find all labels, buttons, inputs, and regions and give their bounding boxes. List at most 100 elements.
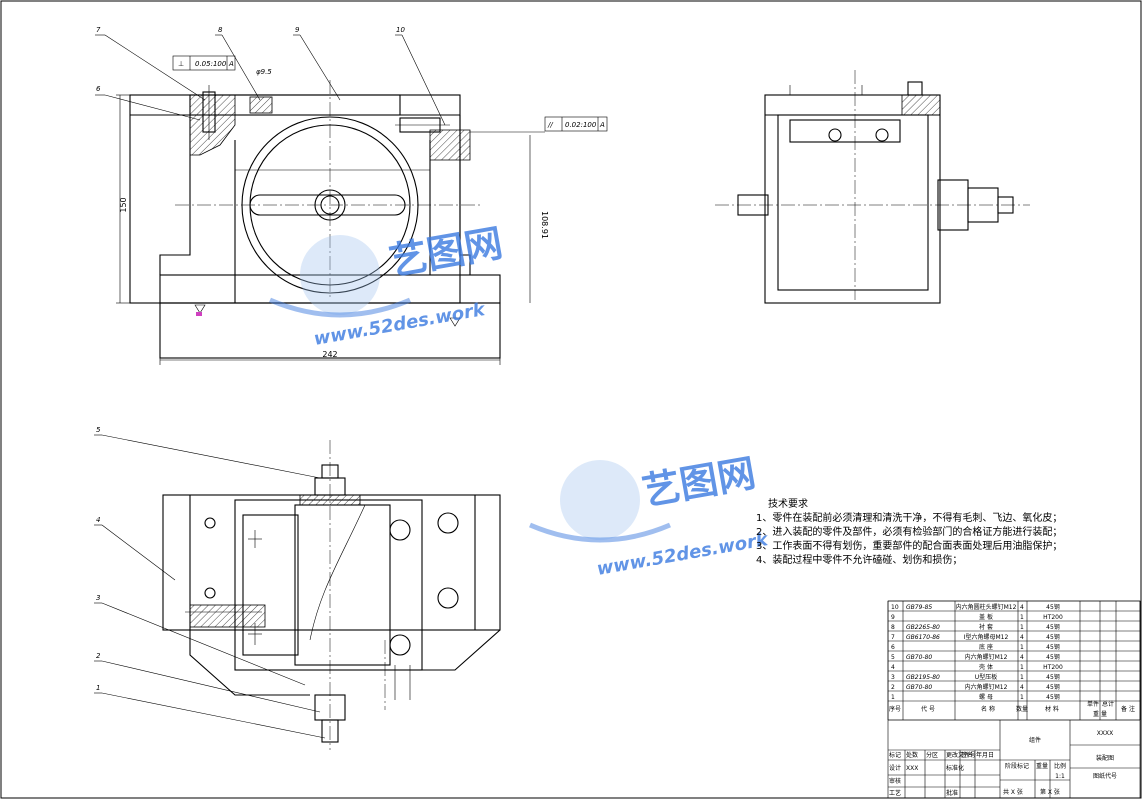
svg-text://: //	[547, 121, 553, 129]
bom-no: 8	[891, 624, 895, 631]
bom-header-name: 名 称	[981, 705, 995, 713]
bom-material: 45钢	[1046, 683, 1060, 691]
bom-name: 内六角螺钉M12	[965, 683, 1008, 691]
tb-design-value: XXX	[906, 765, 918, 772]
bom-qty: 4	[1020, 634, 1024, 641]
tb-count: 处数	[906, 751, 918, 759]
bom-material: 45钢	[1046, 633, 1060, 641]
tb-sheet-no: 第 X 张	[1040, 788, 1060, 796]
tb-date: 年月日	[976, 751, 994, 759]
tb-stage: 阶段标记	[1005, 762, 1029, 770]
watermark-bottom-name: 艺图网	[639, 451, 759, 514]
tb-scale-label: 比例	[1054, 762, 1066, 770]
bom-no: 1	[891, 694, 895, 701]
side-view	[715, 70, 1030, 304]
bom-name: 壳 体	[979, 663, 993, 671]
bom-code: GB6170-86	[906, 634, 940, 641]
bom-qty: 1	[1020, 694, 1024, 701]
bom-qty: 4	[1020, 684, 1024, 691]
tb-zone: 分区	[926, 751, 938, 759]
front-view: 150 108.91 242 ⊥ 0.05:100 A φ9.5 // 0.02…	[95, 26, 608, 365]
bom-no: 5	[891, 654, 895, 661]
tb-drawing-no: 图纸代号	[1093, 772, 1117, 780]
dim-width: 242	[322, 350, 337, 359]
bom-material: 45钢	[1046, 673, 1060, 681]
tolerance-2-datum: A	[599, 121, 605, 129]
bom-qty: 1	[1020, 664, 1024, 671]
bom-name: I型六角螺母M12	[964, 633, 1009, 641]
bom-header-remark: 备 注	[1121, 705, 1135, 713]
callout-2: 2	[96, 652, 101, 660]
note-1: 1、零件在装配前必须清理和清洗干净，不得有毛刺、飞边、氧化皮；	[756, 511, 1062, 524]
bom-material: 45钢	[1046, 653, 1060, 661]
callout-4: 4	[96, 516, 100, 524]
bom-no: 9	[891, 614, 895, 621]
bom-no: 7	[891, 634, 895, 641]
tb-approve: 批准	[946, 789, 958, 797]
tolerance-2-value: 0.02:100	[565, 121, 597, 129]
tolerance-1-value: 0.05:100	[195, 60, 227, 68]
note-2: 2、进入装配的零件及部件，必须有检验部门的合格证方能进行装配；	[756, 525, 1062, 538]
bom-qty: 1	[1020, 624, 1024, 631]
bom-qty: 4	[1020, 604, 1024, 611]
bom-name: 内六角圆柱头螺钉M12	[956, 603, 1017, 611]
callout-5: 5	[96, 426, 101, 434]
bom-material: HT200	[1043, 664, 1063, 671]
tb-mark: 标记	[889, 751, 901, 759]
bom-name: 衬 套	[979, 623, 993, 631]
tb-project: XXXX	[1097, 730, 1113, 737]
dim-center-height: 108.91	[540, 211, 549, 239]
bom-header-unit: 单件	[1087, 700, 1099, 708]
tb-group: 组件	[1029, 736, 1041, 744]
notes-title: 技术要求	[768, 497, 808, 510]
callout-3: 3	[96, 594, 100, 602]
bom-code: GB2265-80	[906, 624, 940, 631]
tb-scale: 1:1	[1055, 773, 1065, 780]
tolerance-1-datum: A	[228, 60, 234, 68]
tb-sheet-total: 共 X 张	[1003, 788, 1023, 796]
watermark-top: 艺图网 www.52des.work	[269, 221, 506, 350]
tb-sign: 签名	[961, 751, 973, 759]
tb-review: 审核	[889, 777, 901, 785]
bom-header-material: 材 料	[1045, 705, 1059, 713]
bom-qty: 1	[1020, 644, 1024, 651]
callout-9: 9	[295, 26, 300, 34]
bom-name: 盖 板	[979, 613, 993, 621]
bom-qty: 1	[1020, 614, 1024, 621]
bom-no: 2	[891, 684, 895, 691]
bom-name: 螺 母	[979, 693, 993, 701]
tb-std: 标准化	[946, 764, 964, 772]
watermark-bottom: 艺图网 www.52des.work	[529, 451, 770, 580]
bom-qty: 1	[1020, 674, 1024, 681]
bom-material: 45钢	[1046, 643, 1060, 651]
tb-drawing-name: 装配图	[1096, 754, 1114, 762]
bom-header-weight: 重 量	[1093, 710, 1107, 718]
tb-doc: 更改文件号	[946, 751, 976, 759]
bom-name: 内六角螺钉M12	[965, 653, 1008, 661]
bom-material: HT200	[1043, 614, 1063, 621]
bom-code: GB79-85	[906, 604, 932, 611]
bom-material: 45钢	[1046, 693, 1060, 701]
dim-height: 150	[119, 197, 128, 212]
svg-text:⊥: ⊥	[178, 60, 184, 68]
callout-6: 6	[96, 85, 101, 93]
top-view: 5 4 3 2 1	[94, 426, 501, 750]
slot-dim: φ9.5	[256, 68, 272, 76]
note-4: 4、装配过程中零件不允许磕碰、划伤和损伤；	[756, 553, 962, 566]
bom-code: GB70-80	[906, 654, 932, 661]
bom-qty: 4	[1020, 654, 1024, 661]
callout-10: 10	[396, 26, 405, 34]
bom-header-total: 总计	[1102, 700, 1114, 708]
bom-header-code: 代 号	[921, 705, 935, 713]
bom-name: U型压板	[975, 673, 997, 681]
bom-no: 6	[891, 644, 895, 651]
tb-design: 设计	[889, 764, 901, 772]
bom-material: 45钢	[1046, 623, 1060, 631]
bom-name: 底 座	[979, 643, 993, 651]
tb-weight: 重量	[1036, 762, 1048, 770]
bom-header-no: 序号	[889, 705, 901, 713]
callout-1: 1	[96, 684, 100, 692]
bom-no: 3	[891, 674, 895, 681]
